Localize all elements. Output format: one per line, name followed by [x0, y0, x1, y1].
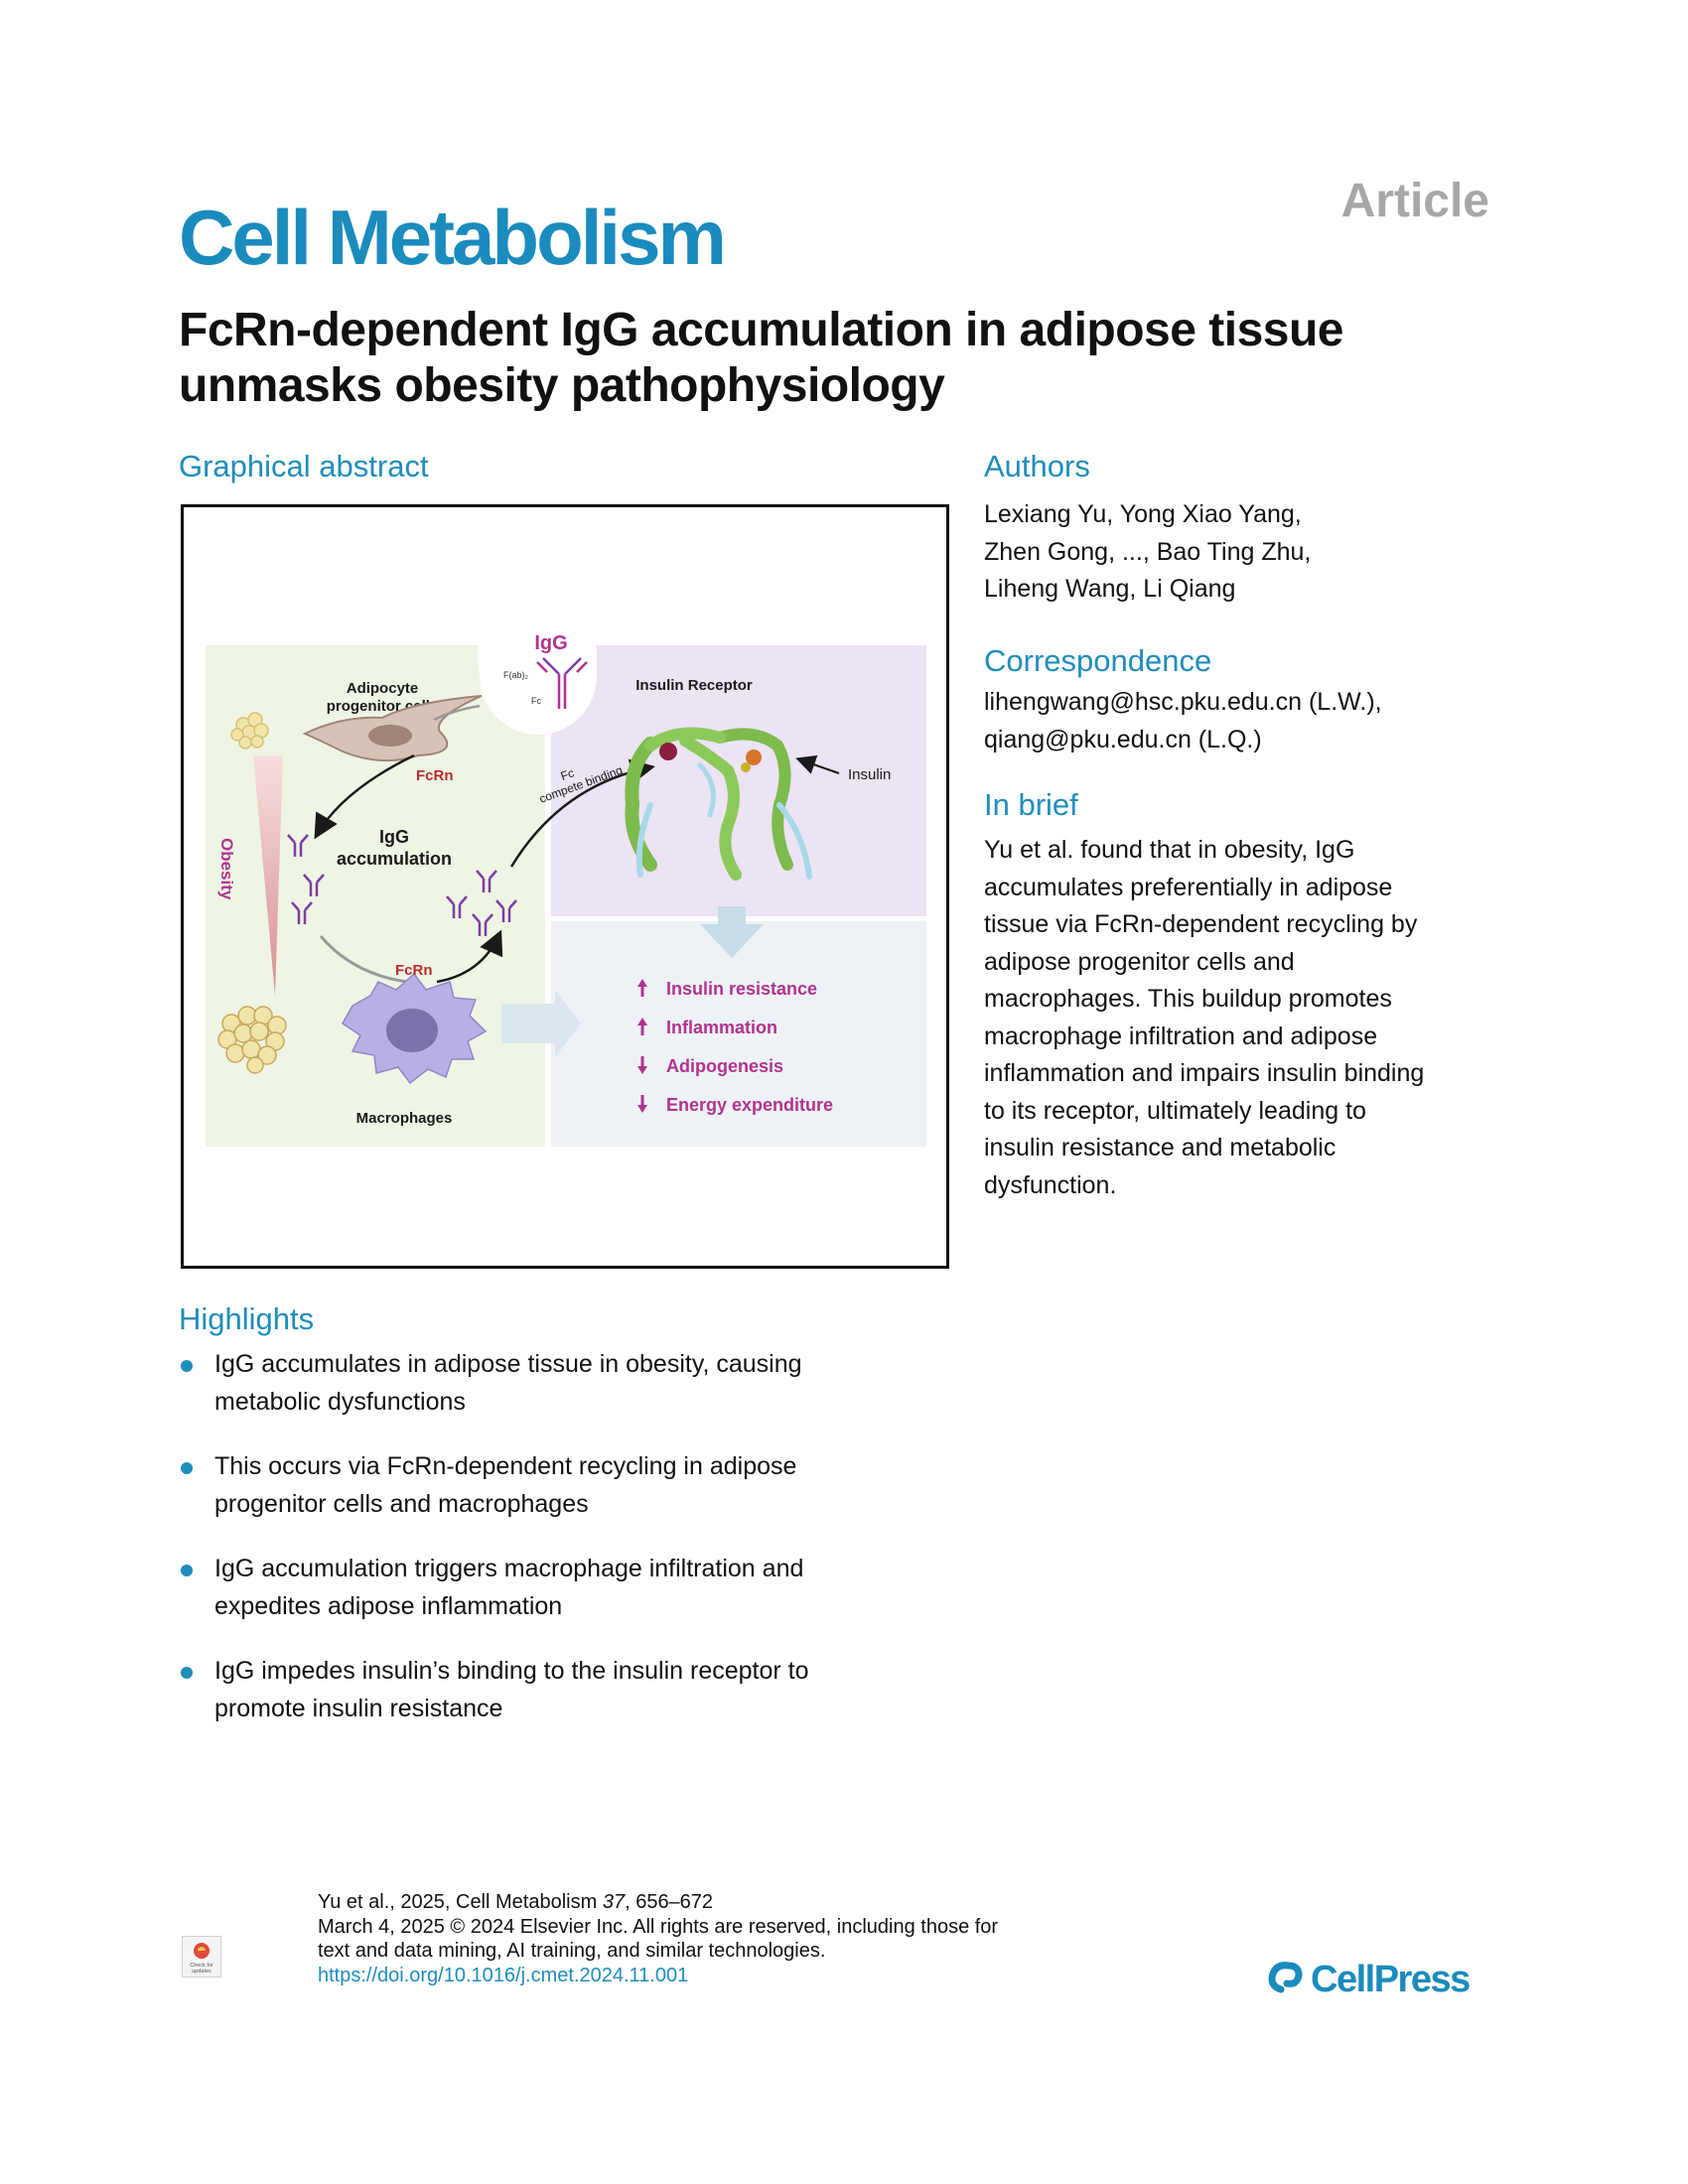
bullet-icon	[181, 1667, 193, 1679]
highlights-list: IgG accumulates in adipose tissue in obe…	[179, 1345, 933, 1754]
graphical-abstract-heading: Graphical abstract	[179, 449, 429, 483]
fab-label: F(ab)₂	[503, 670, 529, 680]
highlight-item: IgG impedes insulin’s binding to the ins…	[179, 1652, 933, 1727]
highlight-line: IgG impedes insulin’s binding to the ins…	[214, 1657, 809, 1685]
arrow-progenitor-to-igg	[314, 753, 415, 840]
graphical-abstract: IgG F(ab)₂ Fc Adipocyte progenitor cells…	[181, 504, 949, 1269]
in-brief-text: Yu et al. found that in obesity, IgG acc…	[984, 832, 1424, 1204]
arrow-igg-to-macrophage	[319, 935, 408, 984]
highlight-line: IgG accumulates in adipose tissue in obe…	[214, 1350, 802, 1378]
insulin-pointer-arrow	[795, 754, 840, 774]
igg-cluster-right-icon	[446, 870, 517, 936]
correspondence-emails: lihengwang@hsc.pku.edu.cn (L.W.), qiang@…	[984, 684, 1382, 758]
progenitor-nucleus-icon	[368, 725, 412, 747]
copyright-line: March 4, 2025 © 2024 Elsevier Inc. All r…	[318, 1915, 999, 1938]
highlights-heading: Highlights	[179, 1301, 315, 1336]
bullet-icon	[181, 1360, 193, 1372]
effect-label: Energy expenditure	[666, 1095, 833, 1115]
in-brief-line: dysfunction.	[984, 1170, 1117, 1199]
macrophage-icon	[342, 972, 488, 1085]
insulin-receptor-structure-icon	[625, 727, 812, 881]
doi-link[interactable]: https://doi.org/10.1016/j.cmet.2024.11.0…	[318, 1964, 689, 1986]
fcrn-label-top: FcRn	[416, 767, 454, 784]
fc-compete-line1: Fc	[559, 765, 576, 783]
in-brief-line: to its receptor, ultimately leading to	[984, 1096, 1366, 1125]
in-brief-line: adipose progenitor cells and	[984, 947, 1295, 976]
in-brief-line: Yu et al. found that in obesity, IgG	[984, 836, 1355, 864]
effect-label: Inflammation	[666, 1018, 777, 1037]
highlight-line: metabolic dysfunctions	[214, 1388, 466, 1416]
cellpress-wordmark: CellPress	[1311, 1959, 1470, 2000]
arrow-down-icon	[637, 1095, 647, 1113]
authors-heading: Authors	[984, 449, 1090, 483]
authors-list: Lexiang Yu, Yong Xiao Yang, Zhen Gong, .…	[984, 496, 1311, 609]
accumulation-label-line1: IgG	[379, 827, 409, 847]
right-arrow-icon	[501, 990, 581, 1057]
large-adipocytes-icon	[217, 1006, 287, 1074]
arrow-down-icon	[637, 1056, 647, 1074]
fcrn-label-bottom: FcRn	[395, 962, 433, 979]
in-brief-line: macrophage infiltration and adipose	[984, 1022, 1378, 1050]
accumulation-label-line2: accumulation	[337, 849, 452, 869]
article-type-label: Article	[1340, 175, 1489, 227]
highlight-item: This occurs via FcRn-dependent recycling…	[179, 1447, 933, 1523]
effect-label: Adipogenesis	[666, 1056, 783, 1076]
highlight-line: IgG accumulation triggers macrophage inf…	[214, 1555, 804, 1582]
highlight-line: progenitor cells and macrophages	[214, 1490, 589, 1518]
igg-bubble	[478, 597, 597, 716]
progenitor-label-line1: Adipocyte	[347, 680, 419, 697]
highlight-line: This occurs via FcRn-dependent recycling…	[214, 1452, 797, 1480]
arrow-bubble-to-progenitor	[433, 704, 481, 722]
highlight-line: promote insulin resistance	[214, 1695, 503, 1722]
paper-title: FcRn-dependent IgG accumulation in adipo…	[179, 304, 1344, 412]
cellpress-logo[interactable]: CellPress	[1265, 1956, 1493, 2001]
arrow-up-icon	[637, 979, 647, 997]
citation-pages: , 656–672	[625, 1891, 714, 1913]
in-brief-line: tissue via FcRn-dependent recycling by	[984, 910, 1418, 938]
obesity-label: Obesity	[217, 838, 236, 900]
journal-title: Cell Metabolism	[179, 194, 727, 281]
highlight-line: expedites adipose inflammation	[214, 1592, 563, 1620]
bullet-icon	[181, 1462, 193, 1474]
macrophages-label: Macrophages	[356, 1110, 453, 1127]
highlight-item: IgG accumulation triggers macrophage inf…	[179, 1550, 933, 1625]
arrow-up-icon	[637, 1018, 647, 1035]
check-updates-text: Check for	[190, 1963, 213, 1969]
authors-line: Liheng Wang, Li Qiang	[984, 575, 1236, 603]
effect-label: Insulin resistance	[666, 979, 817, 999]
correspondence-email[interactable]: lihengwang@hsc.pku.edu.cn (L.W.),	[984, 688, 1382, 716]
effects-panel	[551, 921, 926, 1147]
igg-antibody-icon	[536, 657, 588, 709]
citation-footer: Yu et al., 2025, Cell Metabolism 37, 656…	[318, 1890, 1211, 1987]
effects-list: Insulin resistanceInflammationAdipogenes…	[637, 979, 833, 1115]
insulin-receptor-label: Insulin Receptor	[635, 677, 753, 694]
in-brief-heading: In brief	[984, 787, 1078, 822]
citation-volume: 37	[602, 1891, 626, 1913]
correspondence-heading: Correspondence	[984, 643, 1212, 678]
check-for-updates-icon[interactable]: Check for updates	[182, 1936, 221, 1978]
down-arrow-icon	[700, 906, 764, 958]
igg-label: IgG	[534, 632, 567, 654]
obesity-gradient-triangle	[253, 755, 283, 996]
correspondence-email[interactable]: qiang@pku.edu.cn (L.Q.)	[984, 725, 1262, 753]
bullet-icon	[181, 1565, 193, 1576]
authors-line: Lexiang Yu, Yong Xiao Yang,	[984, 500, 1302, 528]
graphical-abstract-figure: IgG F(ab)₂ Fc Adipocyte progenitor cells…	[206, 597, 926, 1147]
in-brief-line: macrophages. This buildup promotes	[984, 985, 1392, 1013]
citation-prefix: Yu et al., 2025, Cell Metabolism	[318, 1891, 603, 1913]
authors-line: Zhen Gong, ..., Bao Ting Zhu,	[984, 537, 1312, 566]
copyright-line: text and data mining, AI training, and s…	[318, 1940, 826, 1962]
in-brief-line: accumulates preferentially in adipose	[984, 873, 1393, 901]
small-adipocytes-icon	[230, 712, 269, 750]
igg-cluster-left-icon	[287, 834, 325, 924]
citation-line: Yu et al., 2025, Cell Metabolism 37, 656…	[318, 1890, 1211, 1915]
in-brief-line: insulin resistance and metabolic	[984, 1134, 1336, 1161]
in-brief-line: inflammation and impairs insulin binding	[984, 1059, 1425, 1087]
insulin-label: Insulin	[848, 766, 891, 783]
arrow-macrophage-to-igg	[436, 929, 503, 984]
highlight-item: IgG accumulates in adipose tissue in obe…	[179, 1345, 933, 1421]
fc-label: Fc	[531, 696, 541, 706]
cellpress-mark-icon	[1268, 1962, 1303, 1993]
check-updates-text: updates	[192, 1969, 211, 1975]
